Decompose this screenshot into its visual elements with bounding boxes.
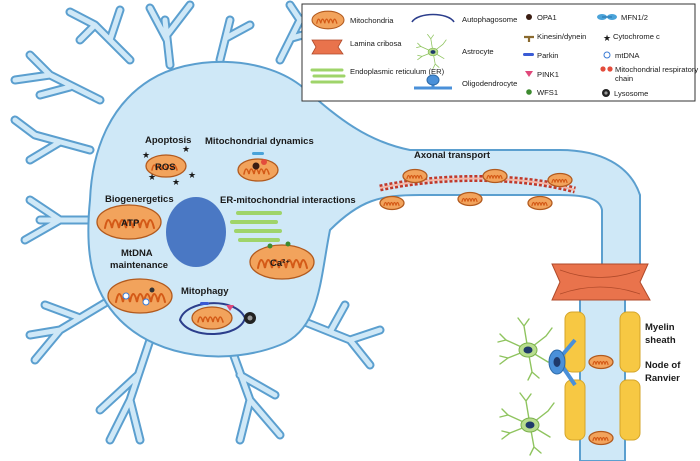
- legend-kinesin-dynein: Kinesin/dynein: [524, 32, 586, 42]
- svg-text:Parkin: Parkin: [537, 51, 559, 60]
- svg-text:Cytochrome c: Cytochrome c: [613, 32, 660, 41]
- mito-mtdna: [107, 278, 173, 314]
- legend-oligodendrocyte: Oligodendrocyte: [414, 74, 517, 90]
- legend-wfs1: WFS1: [526, 88, 558, 97]
- legend-lysosome: Lysosome: [602, 89, 648, 98]
- legend-parkin: Parkin: [523, 51, 559, 60]
- label-apoptosis: Apoptosis: [145, 135, 191, 146]
- mito-apoptosis: ★ ★ ★ ★ ★: [142, 144, 196, 187]
- svg-text:Autophagosome: Autophagosome: [462, 15, 517, 24]
- oligodendrocyte: [548, 338, 577, 387]
- legend: Mitochondria Lamina cribosa Endoplasmic …: [301, 3, 698, 102]
- svg-text:Mitochondria: Mitochondria: [350, 16, 394, 25]
- legend-mfn12: MFN1/2: [597, 13, 648, 22]
- label-maintenance: maintenance: [110, 260, 168, 271]
- label-mtdna: MtDNA: [121, 248, 153, 259]
- svg-text:Lysosome: Lysosome: [614, 89, 648, 98]
- legend-opa1: OPA1: [526, 13, 557, 22]
- label-sheath: sheath: [645, 335, 676, 346]
- legend-lamina-cribosa: Lamina cribosa: [311, 39, 402, 55]
- svg-text:PINK1: PINK1: [537, 70, 559, 79]
- label-mitophagy: Mitophagy: [181, 286, 229, 297]
- svg-text:MFN1/2: MFN1/2: [621, 13, 648, 22]
- soma-and-axon: [87, 60, 641, 358]
- svg-text:WFS1: WFS1: [537, 88, 558, 97]
- label-ranvier: Ranvier: [645, 373, 680, 384]
- legend-er: Endoplasmic reticulum (ER): [310, 67, 445, 84]
- legend-cytochrome-c: ★ Cytochrome c: [603, 32, 660, 43]
- mito-er-interaction: [230, 211, 315, 280]
- label-ros: ROS: [155, 162, 176, 173]
- svg-text:Endoplasmic reticulum (ER): Endoplasmic reticulum (ER): [350, 67, 445, 76]
- lamina-cribosa: [551, 263, 651, 301]
- label-er-mitochondrial: ER-mitochondrial interactions: [220, 195, 356, 206]
- diagram-labels: Apoptosis ROS Mitochondrial dynamics Bio…: [105, 135, 681, 384]
- legend-astrocyte: Astrocyte: [416, 34, 494, 69]
- svg-text:OPA1: OPA1: [537, 13, 557, 22]
- legend-autophagosome: Autophagosome: [411, 13, 517, 24]
- svg-text:★: ★: [142, 150, 150, 160]
- dendrites: [10, 0, 385, 445]
- legend-mtdna: mtDNA: [603, 51, 640, 60]
- svg-text:★: ★: [188, 170, 196, 180]
- label-mitochondrial-dynamics: Mitochondrial dynamics: [205, 136, 314, 147]
- svg-text:Astrocyte: Astrocyte: [462, 47, 494, 56]
- astrocyte: [497, 317, 555, 456]
- label-node-of: Node of: [645, 360, 681, 371]
- legend-mitochondria: Mitochondria: [311, 10, 394, 30]
- label-axonal-transport: Axonal transport: [414, 150, 491, 161]
- svg-text:★: ★: [172, 177, 180, 187]
- mito-mitophagy: [178, 302, 256, 335]
- svg-text:mtDNA: mtDNA: [615, 51, 640, 60]
- label-atp: ATP: [121, 218, 140, 229]
- svg-text:Oligodendrocyte: Oligodendrocyte: [462, 79, 517, 88]
- mito-dynamics: [237, 152, 279, 182]
- label-myelin: Myelin: [645, 322, 675, 333]
- svg-text:Kinesin/dynein: Kinesin/dynein: [537, 32, 586, 41]
- nucleus: [166, 197, 226, 267]
- legend-pink1: PINK1: [525, 70, 559, 79]
- neuron-cell: [10, 0, 641, 461]
- label-biogenetics: Biogenergetics: [105, 194, 174, 205]
- svg-text:★: ★: [603, 33, 611, 43]
- svg-text:Lamina cribosa: Lamina cribosa: [350, 39, 402, 48]
- label-calcium: Ca²⁺: [270, 258, 290, 269]
- svg-text:★: ★: [182, 144, 190, 154]
- svg-text:★: ★: [148, 172, 156, 182]
